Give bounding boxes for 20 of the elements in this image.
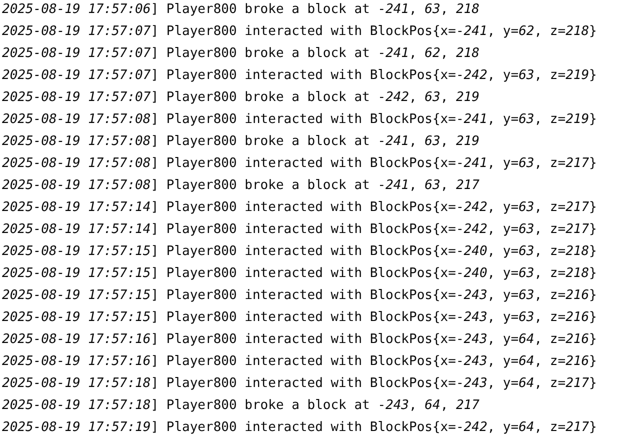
log-line: 2025-08-19 17:57:08] Player800 interacted with BlockPos{x=-241, y=63, z=219} [2, 111, 597, 129]
log-line: 2025-08-19 17:57:15] Player800 interacted with BlockPos{x=-243, y=63, z=216} [2, 287, 597, 305]
log-line: 2025-08-19 17:57:07] Player800 interacted with BlockPos{x=-241, y=62, z=218} [2, 23, 597, 41]
log-line: 2025-08-19 17:57:16] Player800 interacted with BlockPos{x=-243, y=64, z=216} [2, 331, 597, 349]
log-line: 2025-08-19 17:57:15] Player800 interacted with BlockPos{x=-240, y=63, z=218} [2, 243, 597, 261]
log-line: 2025-08-19 17:57:08] Player800 interacted with BlockPos{x=-241, y=63, z=217} [2, 155, 597, 173]
log-line: 2025-08-19 17:57:07] Player800 interacted with BlockPos{x=-242, y=63, z=219} [2, 67, 597, 85]
log-line: 2025-08-19 17:57:08] Player800 broke a block at -241, 63, 219 [2, 133, 480, 151]
log-line: 2025-08-19 17:57:15] Player800 interacted with BlockPos{x=-243, y=63, z=216} [2, 309, 597, 327]
log-line: 2025-08-19 17:57:15] Player800 interacted with BlockPos{x=-240, y=63, z=218} [2, 265, 597, 283]
log-line: 2025-08-19 17:57:07] Player800 broke a block at -242, 63, 219 [2, 89, 480, 107]
log-line: 2025-08-19 17:57:18] Player800 interacted with BlockPos{x=-243, y=64, z=217} [2, 375, 597, 393]
log-line: 2025-08-19 17:57:14] Player800 interacted with BlockPos{x=-242, y=63, z=217} [2, 221, 597, 239]
log-line: 2025-08-19 17:57:06] Player800 broke a block at -241, 63, 218 [2, 1, 480, 19]
log-line: 2025-08-19 17:57:18] Player800 broke a block at -243, 64, 217 [2, 397, 480, 415]
log-line: 2025-08-19 17:57:19] Player800 interacted with BlockPos{x=-242, y=64, z=217} [2, 419, 597, 437]
log-line: 2025-08-19 17:57:16] Player800 interacted with BlockPos{x=-243, y=64, z=216} [2, 353, 597, 371]
log-line: 2025-08-19 17:57:07] Player800 broke a block at -241, 62, 218 [2, 45, 480, 63]
log-line: 2025-08-19 17:57:08] Player800 broke a block at -241, 63, 217 [2, 177, 480, 195]
log-line: 2025-08-19 17:57:14] Player800 interacted with BlockPos{x=-242, y=63, z=217} [2, 199, 597, 217]
